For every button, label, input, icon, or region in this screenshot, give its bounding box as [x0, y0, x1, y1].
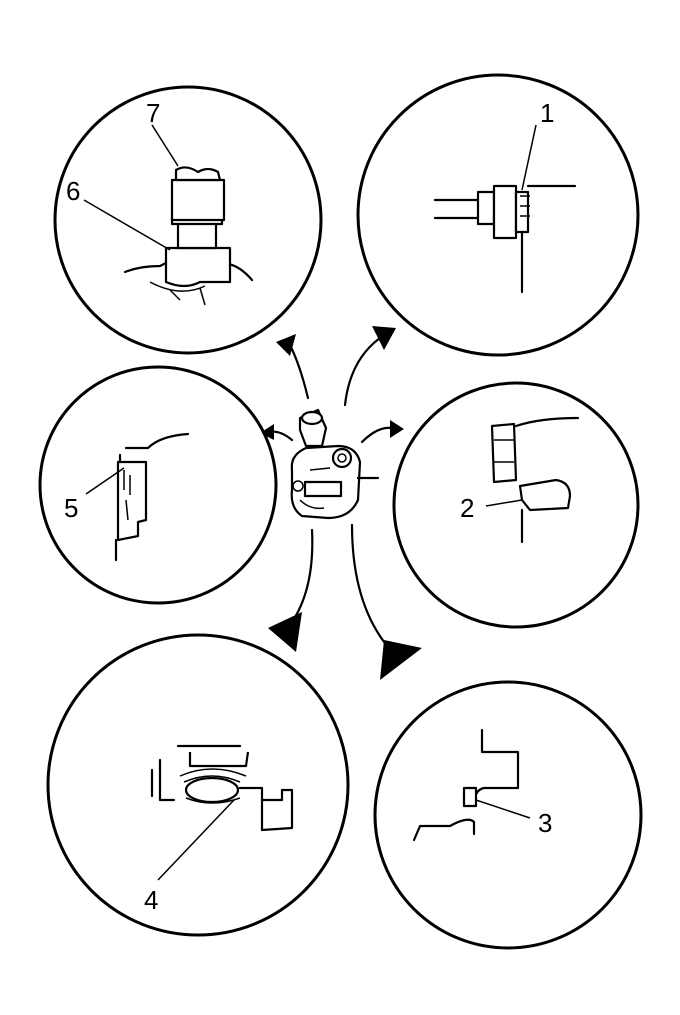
- arrow-to-mid-left: [260, 424, 294, 442]
- callout-4: 4: [144, 885, 158, 915]
- arrow-to-bottom-left: [268, 528, 314, 652]
- detail-view-1: 1: [356, 73, 640, 357]
- center-component-icon: [290, 408, 380, 520]
- arrow-to-top-left: [276, 334, 310, 400]
- callout-7: 7: [146, 98, 160, 128]
- detail-view-5: 5: [38, 365, 278, 605]
- direction-arrows: [260, 326, 422, 680]
- callout-1: 1: [540, 98, 554, 128]
- arrow-to-mid-right: [360, 420, 404, 444]
- callout-6: 6: [66, 176, 80, 206]
- arrow-to-top-right: [343, 326, 396, 407]
- arrow-to-bottom-right: [350, 523, 422, 680]
- detail-view-3: 3: [373, 680, 643, 950]
- detail-view-6-7: 7 6: [53, 85, 323, 355]
- detail-view-4: 4: [46, 633, 350, 937]
- callout-3: 3: [538, 808, 552, 838]
- detail-view-2: 2: [392, 381, 640, 629]
- callout-5: 5: [64, 493, 78, 523]
- callout-2: 2: [460, 493, 474, 523]
